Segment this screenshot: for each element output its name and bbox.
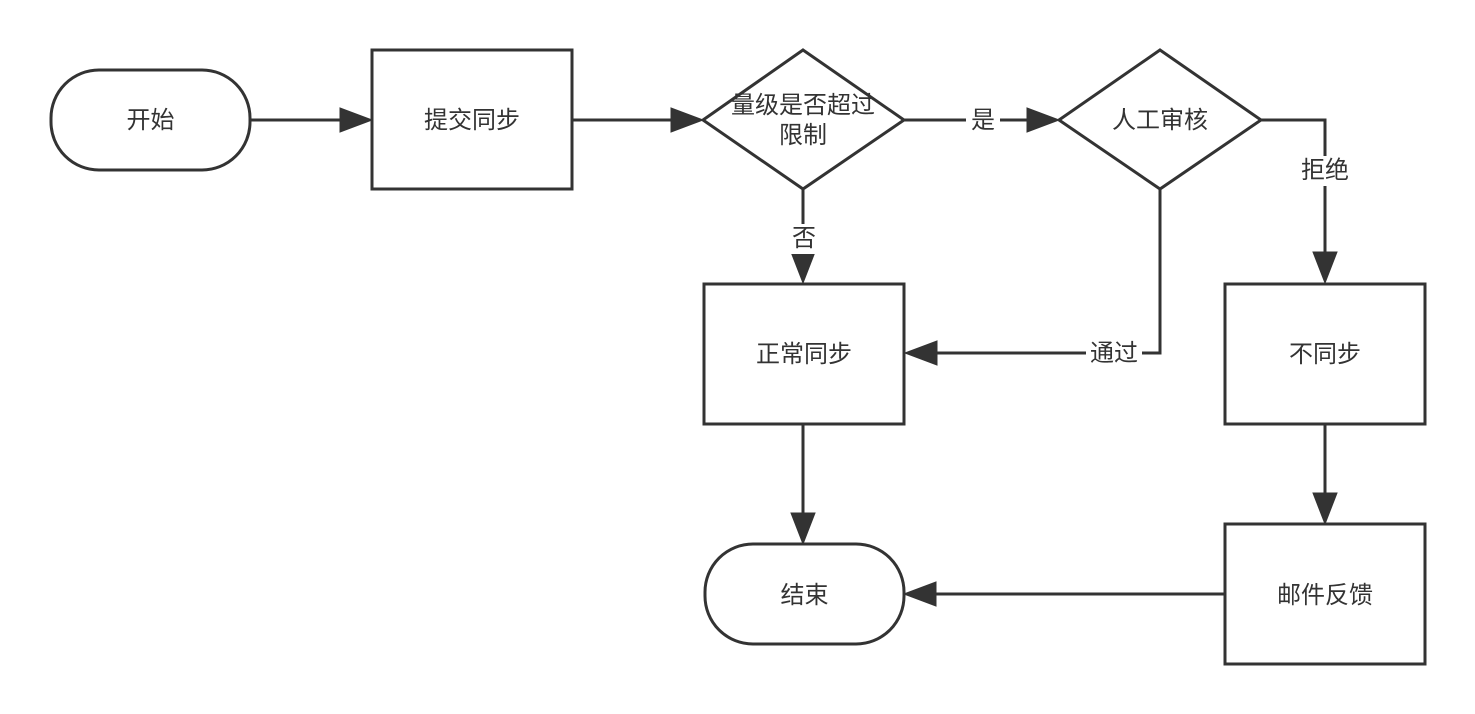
volume-check-label-line2: 限制: [779, 121, 827, 149]
edge-label-reject: 拒绝: [1296, 156, 1354, 186]
edge-label-yes-text: 是: [971, 106, 995, 134]
edges: [250, 107, 1338, 607]
no-sync-box: [1223, 282, 1427, 426]
arrowhead: [670, 107, 705, 133]
arrowhead: [903, 340, 938, 366]
edge-label-no-text: 否: [792, 224, 816, 252]
manual-review-node: 人工审核: [1056, 48, 1264, 191]
start-node: 开始: [49, 68, 252, 172]
end-label: 结束: [781, 581, 829, 609]
edge-label-reject-text: 拒绝: [1301, 156, 1349, 184]
edge-review-to-normal-sync: [934, 190, 1162, 355]
edge-label-background: [966, 106, 1000, 134]
submit-sync-label: 提交同步: [424, 106, 520, 134]
volume-check-node: 量级是否超过 限制: [700, 48, 907, 191]
email-feedback-label: 邮件反馈: [1277, 581, 1373, 609]
end-node: 结束: [703, 542, 906, 646]
start-label: 开始: [127, 106, 175, 134]
start-terminator-shape: [49, 68, 252, 172]
edge-label-approve: 通过: [1086, 339, 1142, 369]
email-feedback-node: 邮件反馈: [1223, 522, 1427, 666]
arrowhead: [339, 107, 374, 133]
end-terminator-shape: [703, 542, 906, 646]
normal-sync-box: [702, 282, 906, 426]
arrowhead: [1312, 251, 1338, 285]
edge-label-background: [788, 224, 820, 254]
edge-label-yes: 是: [966, 106, 1000, 134]
manual-review-diamond: [1056, 48, 1264, 191]
normal-sync-label: 正常同步: [756, 340, 852, 368]
submit-sync-node: 提交同步: [370, 48, 574, 191]
arrowhead: [1026, 107, 1061, 133]
arrowhead: [902, 581, 937, 607]
edge-labels: 是 否 通过 拒绝: [788, 106, 1354, 369]
manual-review-label: 人工审核: [1112, 106, 1208, 134]
no-sync-node: 不同步: [1223, 282, 1427, 426]
arrowhead: [1312, 492, 1338, 526]
edge-label-no: 否: [788, 224, 820, 254]
volume-check-label-line1: 量级是否超过: [731, 91, 875, 119]
arrowhead: [790, 251, 816, 285]
email-feedback-box: [1223, 522, 1427, 666]
no-sync-label: 不同步: [1289, 340, 1361, 368]
arrowhead: [790, 512, 816, 546]
edge-label-background: [1296, 156, 1354, 186]
edge-label-background: [1086, 339, 1142, 369]
edge-label-approve-text: 通过: [1090, 339, 1138, 367]
edge-review-to-no-sync: [1261, 118, 1327, 255]
volume-check-diamond: [700, 48, 907, 191]
normal-sync-node: 正常同步: [702, 282, 906, 426]
submit-sync-box: [370, 48, 574, 191]
nodes: 开始 提交同步 量级是否超过 限制 人工审核 正常同步 不同步: [49, 48, 1427, 666]
